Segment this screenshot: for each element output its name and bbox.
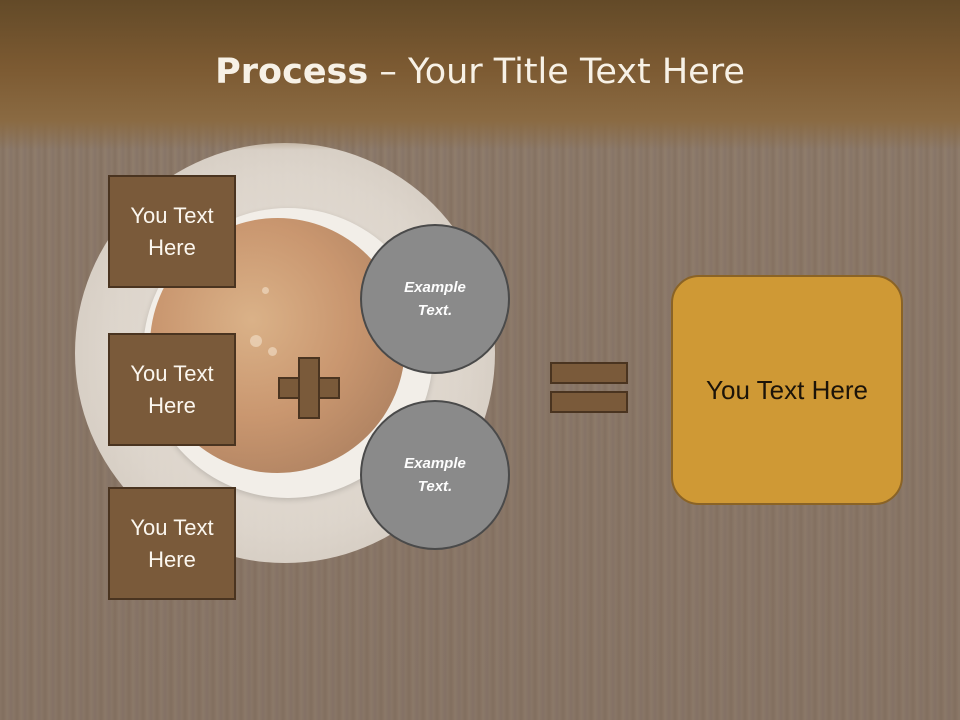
text-box-1[interactable]: You Text Here	[108, 175, 236, 288]
equals-icon-top	[550, 362, 628, 384]
result-box[interactable]: You Text Here	[671, 275, 903, 505]
text-box-2-line2: Here	[148, 392, 196, 418]
example-circle-2-line2: Text.	[417, 478, 453, 495]
example-circle-1[interactable]: Example Text.	[360, 224, 510, 374]
header-band	[0, 0, 960, 150]
equals-icon-bottom	[550, 391, 628, 413]
text-box-3[interactable]: You Text Here	[108, 487, 236, 600]
text-box-1-line2: Here	[148, 234, 196, 260]
foam-bubble	[268, 347, 277, 356]
example-circle-1-line2: Text.	[417, 302, 453, 319]
example-circle-2-line1: Example	[404, 455, 466, 472]
text-box-2[interactable]: You Text Here	[108, 333, 236, 446]
title-rest: – Your Title Text Here	[368, 52, 745, 92]
example-circle-1-line1: Example	[404, 279, 466, 296]
plus-icon-center	[300, 379, 318, 397]
text-box-2-line1: You Text	[130, 360, 214, 386]
example-circle-2[interactable]: Example Text.	[360, 400, 510, 550]
foam-bubble	[262, 287, 269, 294]
text-box-3-line2: Here	[148, 546, 196, 572]
foam-bubble	[250, 335, 262, 347]
text-box-3-line1: You Text	[130, 514, 214, 540]
result-label: You Text Here	[706, 374, 868, 405]
text-box-1-line1: You Text	[130, 202, 214, 228]
slide-title: Process – Your Title Text Here	[0, 52, 960, 92]
title-bold: Process	[215, 52, 369, 92]
